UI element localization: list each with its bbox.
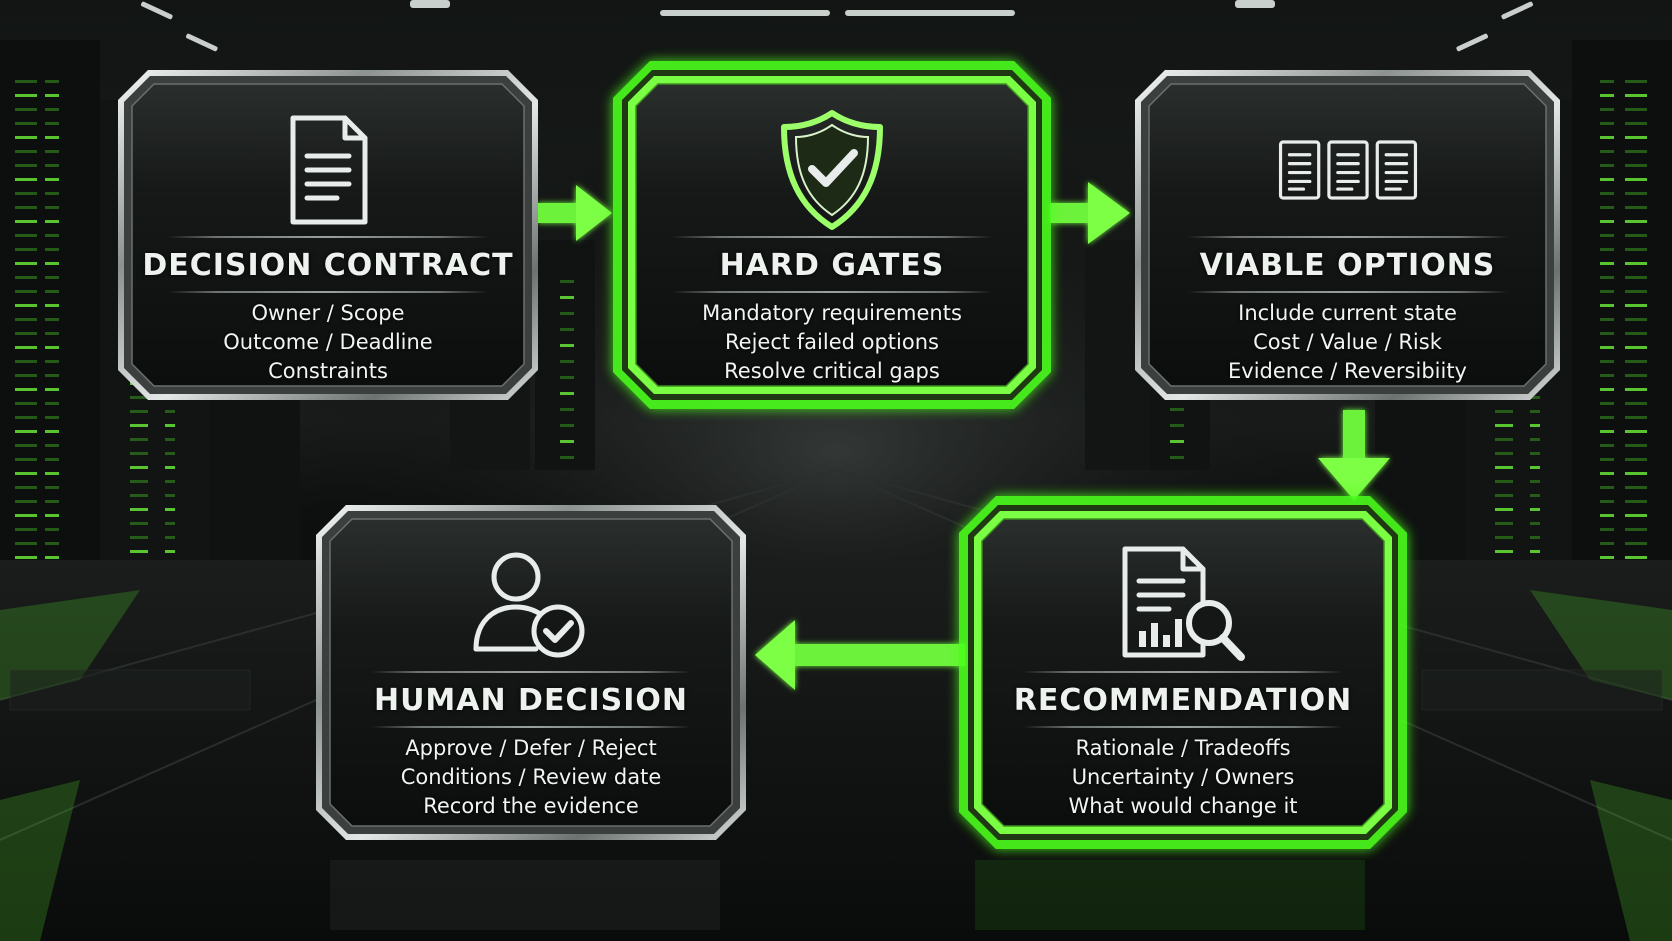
user-check-icon <box>461 543 601 667</box>
viable-options-detail-line: Evidence / Reversibiity <box>1228 359 1467 383</box>
three-documents-icon <box>1278 108 1418 232</box>
viable-options-title: VIABLE OPTIONS <box>1199 248 1496 283</box>
human-decision-detail-line: Approve / Defer / Reject <box>405 736 657 760</box>
divider <box>1023 726 1343 728</box>
divider <box>168 291 488 293</box>
divider <box>1187 236 1508 238</box>
recommendation-detail-line: Rationale / Tradeoffs <box>1075 736 1291 760</box>
recommendation-detail-line: Uncertainty / Owners <box>1071 765 1295 789</box>
document-icon <box>258 108 398 232</box>
decision-contract-frame <box>118 70 538 400</box>
decision-contract-detail-line: Outcome / Deadline <box>223 330 433 354</box>
report-magnifier-icon <box>1113 543 1253 667</box>
divider <box>672 236 992 238</box>
divider <box>1187 291 1508 293</box>
recommendation-title: RECOMMENDATION <box>1013 683 1353 718</box>
viable-options-frame <box>1135 70 1560 400</box>
divider <box>1023 671 1343 673</box>
hard-gates-detail-line: Resolve critical gaps <box>724 359 940 383</box>
arrow-contract-to-gates <box>538 185 612 241</box>
recommendation-detail-line: What would change it <box>1068 794 1298 818</box>
human-decision-detail-line: Conditions / Review date <box>400 765 662 789</box>
divider <box>371 671 691 673</box>
arrow-gates-to-options <box>1050 182 1130 244</box>
divider <box>672 291 992 293</box>
divider <box>168 236 488 238</box>
hard-gates-frame <box>613 61 1051 409</box>
viable-options-detail-line: Include current state <box>1238 301 1457 325</box>
decision-contract-title: DECISION CONTRACT <box>142 248 514 283</box>
arrow-recommendation-to-human <box>755 620 965 690</box>
shield-check-icon <box>762 108 902 232</box>
arrow-options-to-recommendation <box>1318 410 1390 500</box>
viable-options-detail-line: Cost / Value / Risk <box>1253 330 1442 354</box>
human-decision-detail-line: Record the evidence <box>423 794 639 818</box>
human-decision-title: HUMAN DECISION <box>373 683 689 718</box>
divider <box>371 726 691 728</box>
decision-contract-detail-line: Constraints <box>268 359 388 383</box>
hard-gates-detail-line: Reject failed options <box>725 330 939 354</box>
hard-gates-detail-line: Mandatory requirements <box>702 301 962 325</box>
decision-contract-detail-line: Owner / Scope <box>251 301 405 325</box>
hard-gates-title: HARD GATES <box>719 248 945 283</box>
